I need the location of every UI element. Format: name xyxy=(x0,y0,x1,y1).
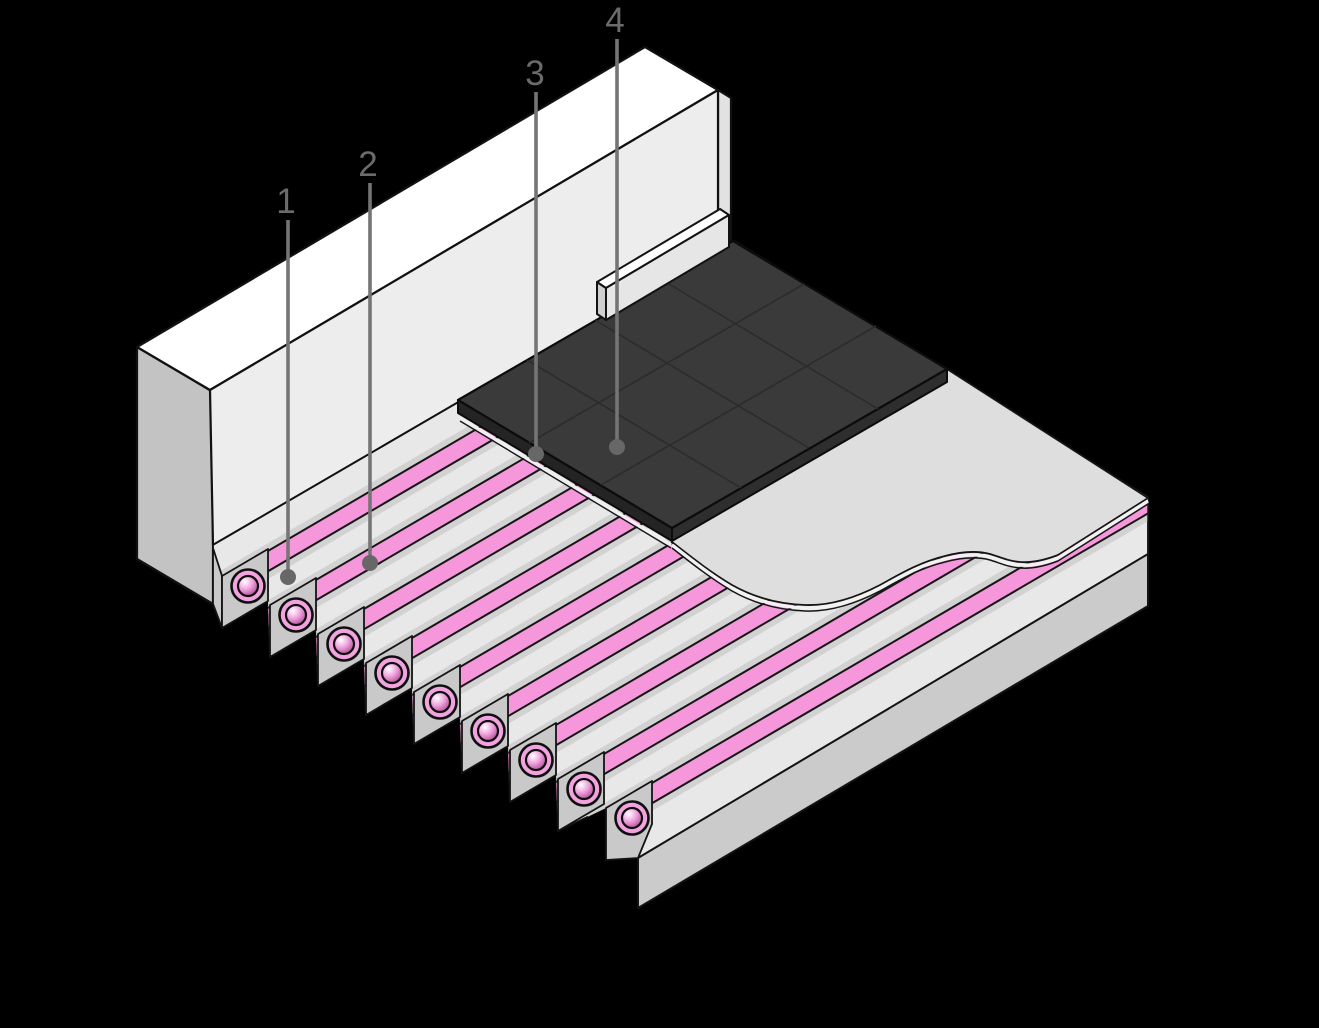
pipe-cross-section xyxy=(374,655,410,691)
tile-grid xyxy=(526,280,879,489)
callout-4: 4 xyxy=(605,1,625,455)
screed-strip-under-tile xyxy=(459,416,672,547)
pipe-cross-section xyxy=(470,713,506,749)
pipe-cross-section xyxy=(278,597,314,633)
callout-label-2: 2 xyxy=(358,145,377,184)
leader-dot-4 xyxy=(609,439,625,455)
screed-wavy-edge xyxy=(671,502,1149,612)
pipe-cross-section xyxy=(614,800,650,836)
skirting-front-face xyxy=(605,214,730,321)
callout-label-3: 3 xyxy=(525,54,544,93)
tile-flooring xyxy=(456,239,949,549)
pipe-cross-section xyxy=(326,626,362,662)
pipe-cross-section xyxy=(566,771,602,807)
leader-dot-2 xyxy=(362,555,378,571)
pipe-cross-sections xyxy=(230,568,650,836)
pipe-cross-section xyxy=(518,742,554,778)
screed-edge-highlight xyxy=(670,499,1149,610)
callouts: 1 2 3 4 xyxy=(276,1,625,585)
leader-dot-1 xyxy=(280,569,296,585)
callout-2: 2 xyxy=(358,145,378,571)
callout-label-4: 4 xyxy=(605,1,624,40)
callout-3: 3 xyxy=(525,54,545,462)
slab-right-side-face xyxy=(637,553,1149,909)
pipe-cross-section xyxy=(422,684,458,720)
skirting-board xyxy=(596,208,730,321)
pipe-cross-section xyxy=(230,568,266,604)
leader-dot-3 xyxy=(528,446,544,462)
screed-strip-edge-line xyxy=(459,420,672,549)
callout-1: 1 xyxy=(276,182,296,585)
callout-label-1: 1 xyxy=(276,182,295,221)
